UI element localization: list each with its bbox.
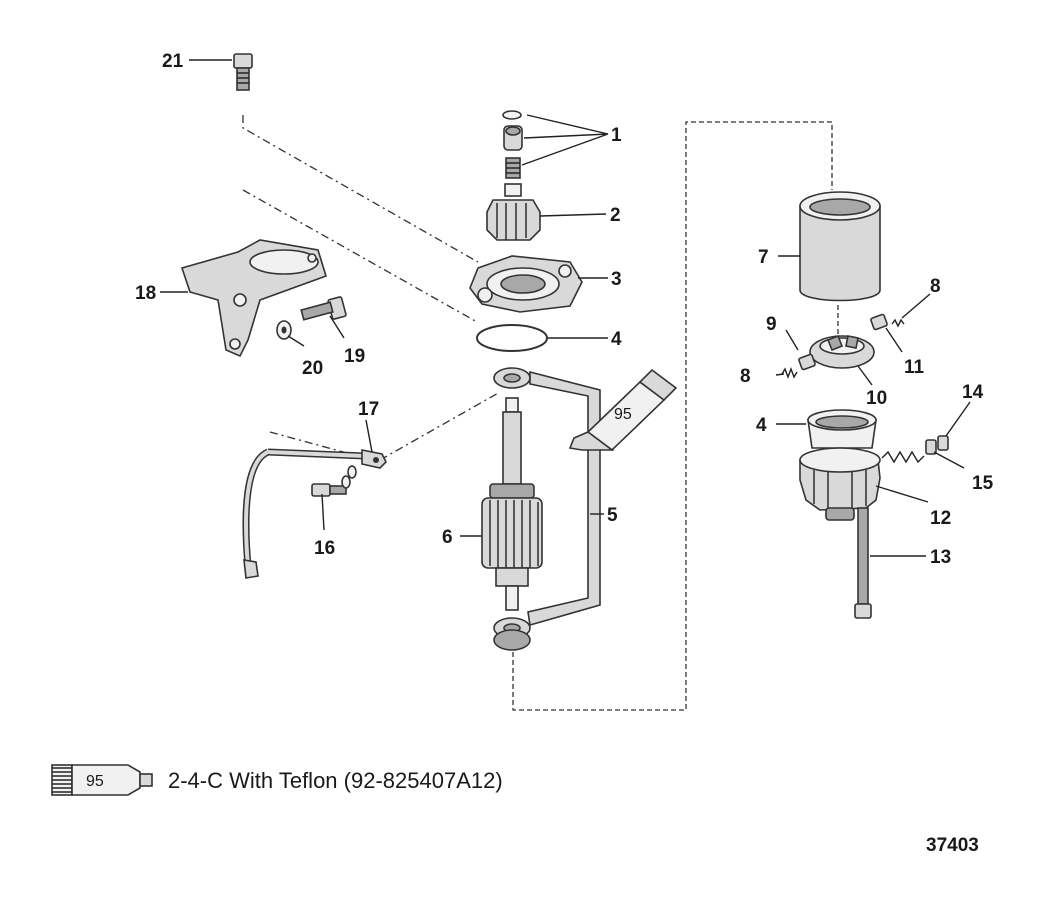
part-20-washer: [276, 320, 292, 340]
centerline-17: [379, 391, 501, 461]
centerline-18-to-3: [242, 189, 478, 323]
part-4-ring-right: [807, 409, 877, 449]
callout-21: 21: [162, 51, 184, 72]
part-21-screw: [233, 53, 253, 91]
callout-4-right: 4: [756, 415, 767, 436]
part-10-brush-plate: [809, 334, 875, 369]
callout-14: 14: [962, 382, 984, 403]
callout-12: 12: [930, 508, 951, 529]
callout-1: 1: [611, 125, 622, 146]
part-95-lubricant-tube: 95: [568, 368, 678, 452]
part-8-spring-left: [781, 367, 798, 379]
figure-id: 37403: [926, 835, 979, 856]
part-8-spring-right: [891, 318, 905, 328]
part-1-pinion-stop-set: [502, 110, 523, 179]
part-7-housing: [799, 191, 881, 302]
callout-17: 17: [358, 399, 379, 420]
part-4-o-ring-left: [476, 324, 548, 352]
callout-6: 6: [442, 527, 453, 548]
part-19-bolt: [300, 296, 347, 321]
legend-tube-number: 95: [86, 773, 104, 790]
callout-3: 3: [611, 269, 622, 290]
callout-9: 9: [766, 314, 777, 335]
callout-8-right: 8: [930, 276, 941, 297]
part-2-drive-pinion: [486, 183, 541, 241]
part-5-frame: [493, 367, 601, 651]
callout-2: 2: [610, 205, 621, 226]
part-18-mounting-bracket: [180, 239, 327, 358]
callout-4-left: 4: [611, 329, 622, 350]
tube-label: 95: [614, 406, 632, 423]
callout-18: 18: [135, 283, 156, 304]
callout-20: 20: [302, 358, 323, 379]
part-9-brush: [798, 353, 816, 371]
callout-7: 7: [758, 247, 769, 268]
part-15-spring: [881, 450, 925, 464]
part-6-armature: [481, 397, 543, 611]
leader-lines: [242, 115, 839, 711]
part-11-brush: [870, 313, 888, 331]
callout-16: 16: [314, 538, 335, 559]
callout-leaders: [160, 59, 971, 557]
part-16-screw: [311, 465, 357, 497]
callout-11: 11: [904, 357, 925, 378]
legend-tube-icon: 95: [51, 764, 153, 796]
group-bracket-5-7: [512, 121, 833, 711]
callout-numbers: 21 1 2 3 4 5 6 7 8 8 9 10 11 4 14 15 12 …: [135, 51, 994, 568]
centerline-21-to-3: [242, 115, 479, 263]
part-3-end-cap: [469, 255, 583, 313]
lubricant-legend: 95 2-4-C With Teflon (92-825407A12): [51, 764, 503, 796]
part-17-cable: [242, 448, 387, 579]
legend-text: 2-4-C With Teflon (92-825407A12): [168, 768, 503, 793]
callout-13: 13: [930, 547, 951, 568]
callout-5: 5: [607, 505, 618, 526]
part-14-brush-holders: [925, 435, 949, 455]
callout-19: 19: [344, 346, 365, 367]
callout-15: 15: [972, 473, 994, 494]
part-13-through-bolt: [854, 507, 872, 619]
callout-10: 10: [866, 388, 887, 409]
callout-8-left: 8: [740, 366, 751, 387]
